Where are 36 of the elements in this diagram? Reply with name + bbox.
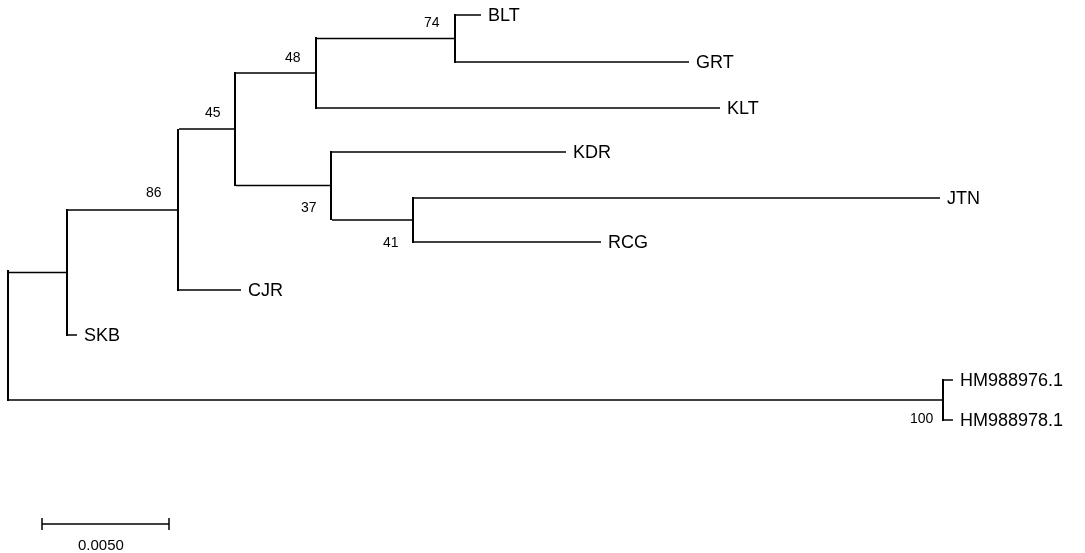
- taxon-label: JTN: [940, 187, 980, 209]
- bootstrap-value: 37: [301, 199, 317, 215]
- branch-line: [178, 289, 242, 291]
- taxon-label: KDR: [566, 141, 611, 163]
- branch-line: [67, 334, 78, 336]
- branch-line: [67, 209, 178, 211]
- branch-line: [316, 107, 721, 109]
- branch-line: [235, 184, 331, 187]
- branch-line: [8, 271, 67, 274]
- branch-line: [943, 419, 954, 421]
- bootstrap-value: 74: [424, 14, 440, 30]
- scale-label: 0.0050: [78, 537, 124, 553]
- branch-line: [455, 61, 690, 63]
- taxon-label: RCG: [601, 231, 648, 253]
- taxon-label: CJR: [241, 279, 283, 301]
- branch-line: [943, 379, 954, 381]
- bootstrap-value: 100: [910, 410, 934, 426]
- taxon-label: HM988978.1: [953, 409, 1064, 431]
- taxon-label: KLT: [720, 97, 759, 119]
- taxon-label: HM988976.1: [953, 369, 1064, 391]
- taxon-label: GRT: [689, 51, 734, 73]
- bootstrap-value: 41: [383, 234, 399, 250]
- branch-line: [331, 219, 413, 221]
- branch-line: [8, 399, 943, 401]
- bootstrap-value: 48: [285, 49, 301, 65]
- branch-line: [331, 151, 567, 153]
- taxon-label: SKB: [77, 324, 121, 346]
- bootstrap-value: 45: [205, 104, 221, 120]
- branch-line: [413, 241, 602, 243]
- taxon-label: BLT: [481, 4, 520, 26]
- branch-line: [316, 37, 455, 40]
- branch-line: [455, 14, 482, 16]
- branch-line: [413, 197, 941, 199]
- bootstrap-value: 86: [146, 184, 162, 200]
- branch-line: [178, 128, 235, 130]
- branch-line: [235, 72, 316, 74]
